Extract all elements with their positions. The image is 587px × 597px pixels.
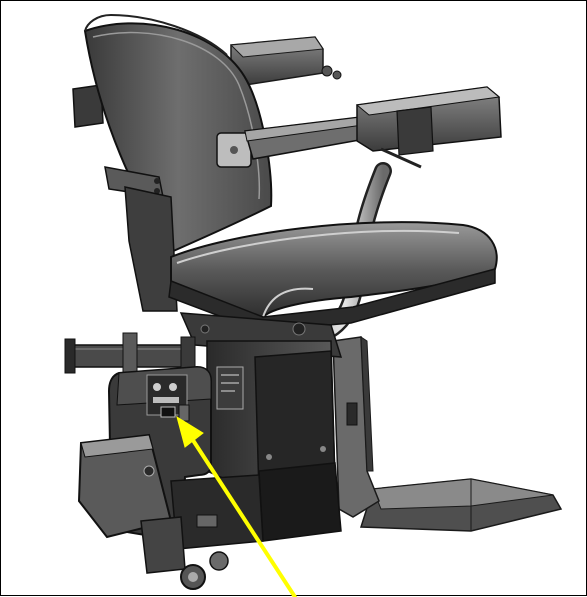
pointer-arrow-icon bbox=[176, 415, 297, 597]
support-column bbox=[332, 336, 380, 518]
hinge-bracket bbox=[64, 332, 196, 376]
motor-housing bbox=[206, 340, 342, 542]
drive-unit bbox=[140, 474, 264, 590]
backrest bbox=[83, 13, 273, 312]
seat-cushion bbox=[168, 221, 498, 332]
rear-armrest bbox=[72, 36, 342, 128]
front-cover bbox=[77, 433, 173, 539]
front-armrest bbox=[244, 86, 502, 169]
footrest bbox=[359, 478, 563, 532]
